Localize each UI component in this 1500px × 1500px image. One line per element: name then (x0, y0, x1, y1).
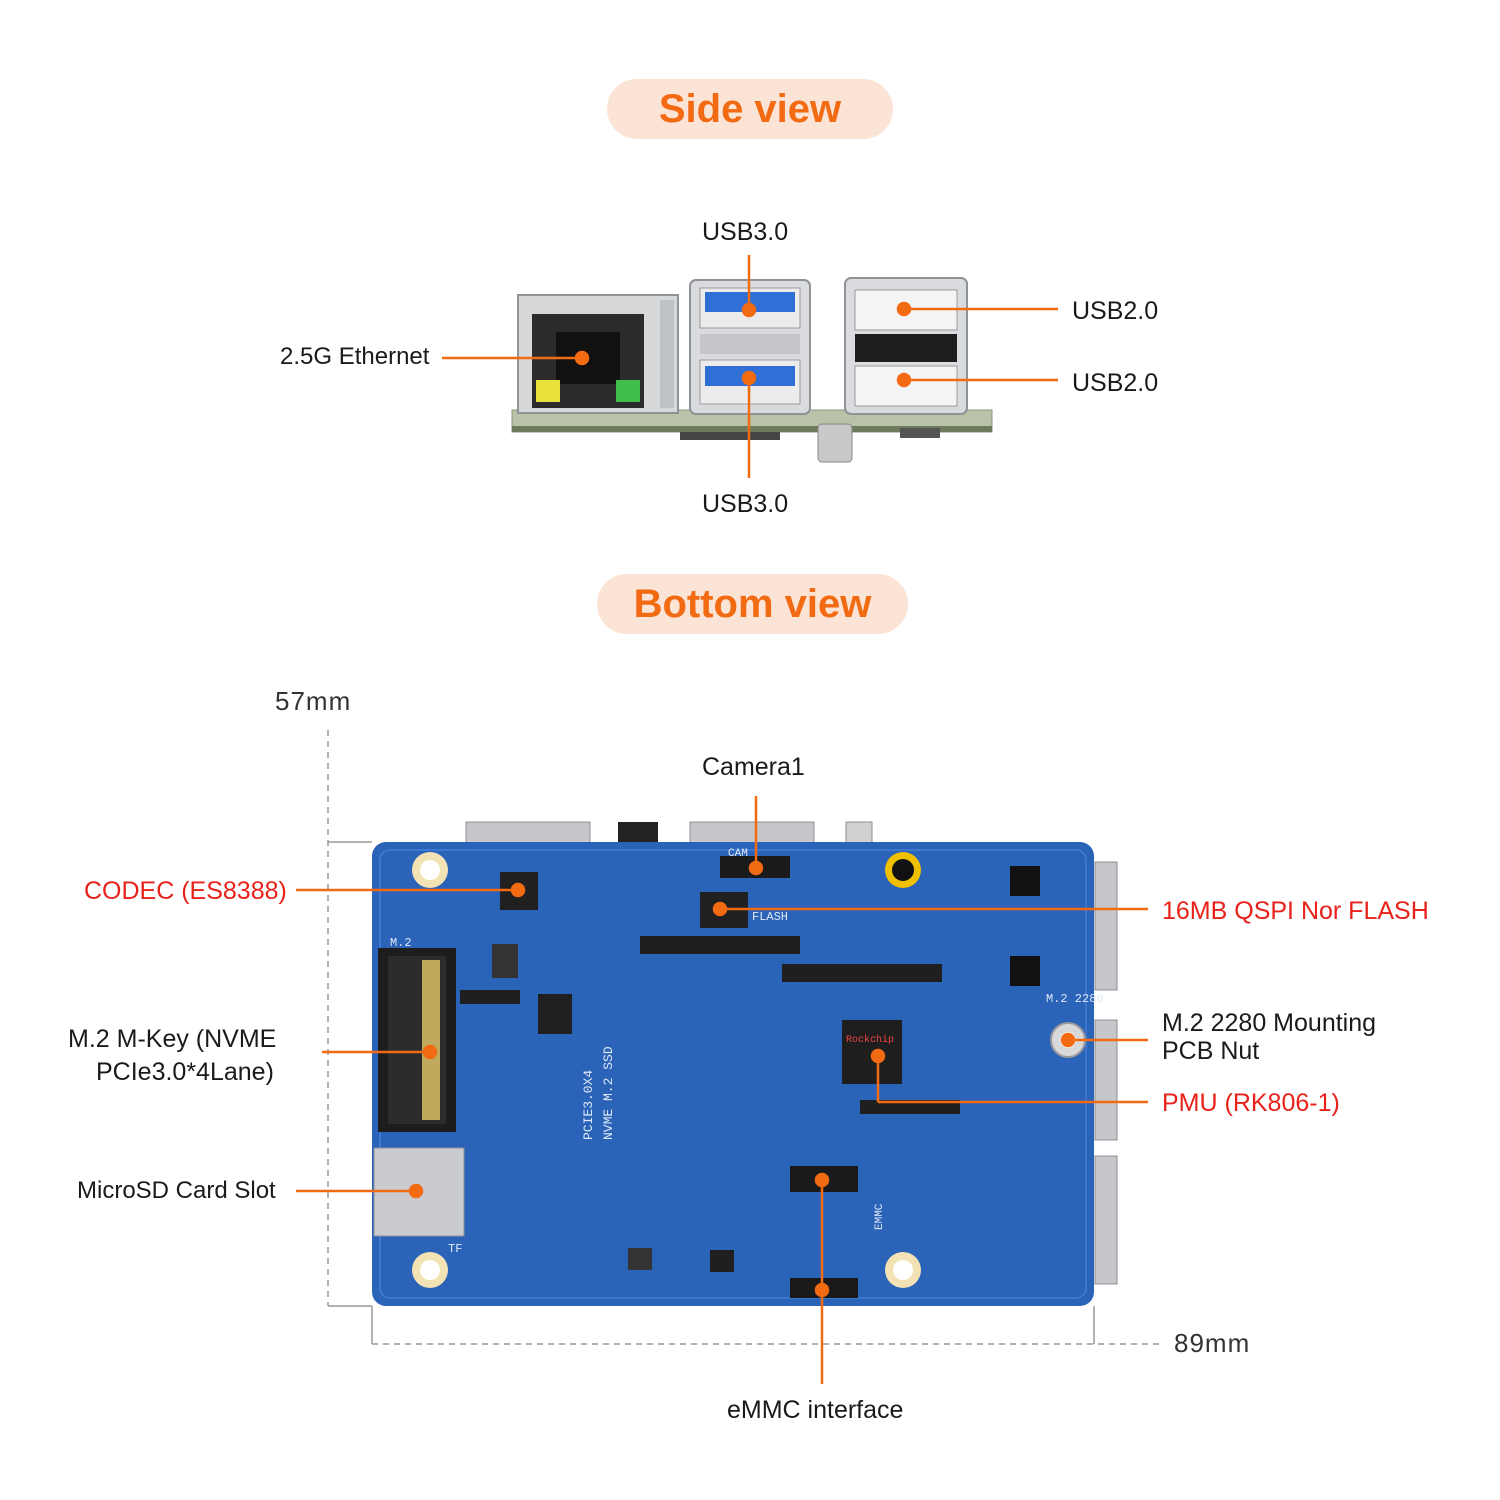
silk-cam: CAM (728, 848, 748, 860)
label-usb30-top: USB3.0 (702, 218, 789, 246)
silk-chip-brand: Rockchip (846, 1034, 894, 1046)
label-nut-line1: M.2 2280 Mounting (1162, 1009, 1377, 1037)
silk-emmc: EMMC (874, 1203, 886, 1230)
side-board (511, 409, 993, 463)
bottom-view-title: Bottom view (597, 574, 908, 634)
label-usb20-top: USB2.0 (1072, 297, 1159, 325)
label-camera: Camera1 (702, 753, 805, 781)
label-pmu: PMU (RK806-1) (1162, 1089, 1340, 1117)
usb2-port-stack (844, 277, 968, 415)
label-emmc: eMMC interface (727, 1396, 904, 1424)
label-ethernet: 2.5G Ethernet (280, 343, 430, 370)
label-m2-line1: M.2 M-Key (NVME (68, 1025, 277, 1053)
ethernet-jack (517, 294, 679, 414)
dimension-lines (327, 730, 1162, 1345)
silk-tf: TF (448, 1242, 462, 1256)
side-view-title: Side view (607, 79, 893, 139)
label-nut-line2: PCB Nut (1162, 1037, 1260, 1065)
dimension-height: 57mm (275, 686, 352, 716)
label-microsd: MicroSD Card Slot (77, 1177, 276, 1204)
silkscreen: M.2 M.2 2280 CAM FLASH TF PCIE3.0X4 NVME… (390, 848, 1104, 1256)
label-usb30-bottom: USB3.0 (702, 490, 789, 518)
bottom-pcb (372, 842, 1094, 1306)
silk-m2: M.2 (390, 936, 412, 950)
label-usb20-bottom: USB2.0 (1072, 369, 1159, 397)
silk-m2-2280: M.2 2280 (1046, 992, 1104, 1006)
bottom-callouts (296, 796, 1148, 1384)
dimension-width: 89mm (1174, 1328, 1251, 1358)
label-flash: 16MB QSPI Nor FLASH (1162, 897, 1429, 925)
side-callouts (442, 255, 1058, 478)
label-m2-line2: PCIe3.0*4Lane) (96, 1058, 274, 1086)
silk-nvme: NVME M.2 SSD (601, 1046, 616, 1140)
silk-flash: FLASH (752, 910, 788, 924)
silk-pcie: PCIE3.0X4 (581, 1070, 596, 1140)
label-codec: CODEC (ES8388) (84, 877, 287, 905)
